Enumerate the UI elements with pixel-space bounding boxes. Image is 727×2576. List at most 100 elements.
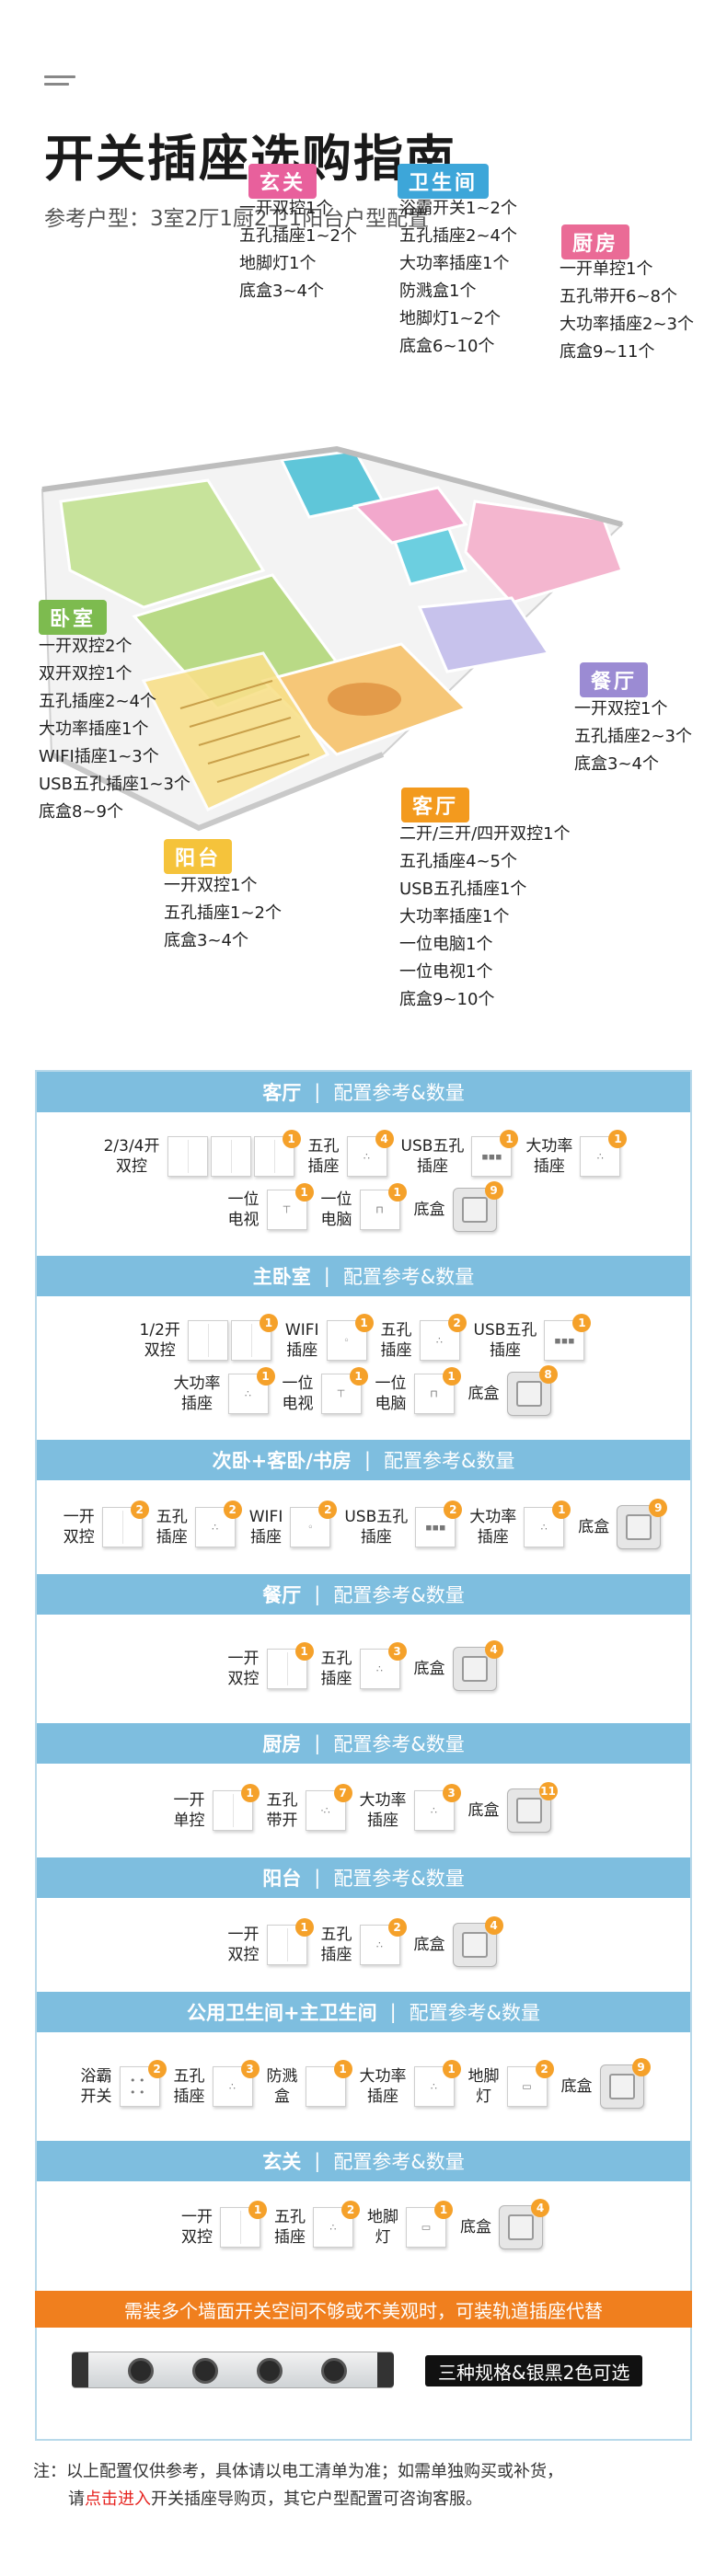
list-item: 一位电视1个 (399, 962, 493, 982)
product-item[interactable]: USB五孔 插座▪▪▪1 (401, 1130, 519, 1177)
junction-box-icon: 11 (506, 1782, 558, 1833)
quantity-badge: 1 (282, 1130, 301, 1148)
footnote: 注：以上配置仅供参考，具体请以电工清单为准；如需单独购买或补货， 请点击进入开关… (33, 2458, 563, 2513)
junction-box-icon: 8 (506, 1365, 558, 1416)
product-item[interactable]: 地脚 灯▭2 (467, 2060, 554, 2107)
product-item[interactable]: 五孔 插座∴2 (274, 2201, 360, 2248)
product-label: 大功率 插座 (173, 1374, 221, 1413)
room-tag-woshi: 卧室 (39, 600, 108, 635)
switch-panel-icon: 1 (266, 1642, 314, 1689)
switch-panel-icon: 2 (101, 1501, 149, 1547)
socket-panel-icon: • • • •2 (119, 2060, 167, 2107)
section-subtitle: 配置参考&数量 (342, 1266, 475, 1288)
room-list-weishengjian: 浴霸开关1~2个 五孔插座2~4个 大功率插座1个 防溅盒1个 地脚灯1~2个 … (399, 195, 517, 361)
product-item[interactable]: 一开 双控 1 (227, 1918, 314, 1965)
product-label: 一开 单控 (173, 1791, 205, 1830)
product-item[interactable]: 大功率 插座∴1 (360, 2060, 461, 2107)
product-item[interactable]: USB五孔 插座▪▪▪1 (474, 1314, 592, 1361)
product-item[interactable]: WIFI 插座◦2 (249, 1501, 338, 1547)
product-item[interactable]: 地脚 灯 ▭1 (367, 2201, 453, 2248)
product-label: 地脚 灯 (367, 2208, 398, 2247)
section-subtitle: 配置参考&数量 (333, 1733, 465, 1755)
quantity-badge: 2 (341, 2201, 360, 2219)
product-item[interactable]: 五孔 插座∴2 (381, 1314, 467, 1361)
product-label: 五孔 插座 (274, 2208, 306, 2247)
list-item: 地脚灯1~2个 (399, 309, 501, 328)
product-label: 一位 电视 (227, 1190, 260, 1229)
product-item[interactable]: 一位 电脑⊓1 (321, 1183, 407, 1230)
socket-panel-icon: ∴1 (227, 1367, 275, 1414)
quantity-badge: 2 (223, 1501, 242, 1519)
socket-panel-icon: ∴2 (313, 2201, 360, 2248)
product-item[interactable]: WIFI 插座◦1 (285, 1314, 374, 1361)
product-item[interactable]: 五孔 插座∴3 (174, 2060, 260, 2107)
section-title: 主卧室 (252, 1266, 311, 1288)
socket-panel-icon: ▭1 (406, 2201, 453, 2248)
product-item[interactable]: USB五孔 插座▪▪▪2 (344, 1501, 463, 1547)
product-item[interactable]: 一位 电视⊤1 (282, 1367, 368, 1414)
product-item[interactable]: 五孔 插座∴2 (156, 1501, 242, 1547)
product-item[interactable]: 五孔 插座∴4 (308, 1130, 394, 1177)
quantity-badge: 1 (434, 2201, 453, 2219)
product-label: 防溅 盒 (266, 2067, 298, 2106)
product-label: 2/3/4开 双控 (103, 1137, 160, 1176)
socket-panel-icon: ∴2 (194, 1501, 242, 1547)
product-item[interactable]: 五孔 插座∴2 (321, 1918, 407, 1965)
list-item: 防溅盒1个 (399, 282, 477, 301)
socket-panel-icon: ∴1 (580, 1130, 628, 1177)
menu-icon[interactable] (44, 75, 75, 94)
quantity-badge: 4 (484, 1916, 503, 1935)
guide-link[interactable]: 点击进入 (85, 2490, 151, 2509)
product-label: 一位 电视 (282, 1374, 314, 1413)
product-item[interactable]: 五孔 插座∴3 (321, 1642, 407, 1689)
product-item[interactable]: 五孔 带开·∴7 (267, 1784, 352, 1831)
list-item: 一开双控2个 (39, 637, 133, 656)
product-item[interactable]: 2/3/4开 双控 1 (103, 1130, 301, 1177)
room-list-xuanguan: 一开双控1个 五孔插座1~2个 地脚灯1个 底盒3~4个 (239, 195, 357, 305)
quantity-badge: 1 (256, 1367, 275, 1386)
product-label: 大功率 插座 (525, 1137, 573, 1176)
socket-panel-icon: ⊓1 (413, 1367, 461, 1414)
product-item[interactable]: 大功率 插座∴3 (360, 1784, 461, 1831)
product-label: 底盒 (460, 2218, 491, 2237)
product-item[interactable]: 大功率 插座∴1 (173, 1367, 275, 1414)
track-socket-image (72, 2352, 394, 2388)
product-label: 一开 双控 (227, 1926, 260, 1964)
product-item[interactable]: 一位 电视⊤1 (227, 1183, 314, 1230)
quantity-badge: 2 (387, 1918, 407, 1937)
switch-panel-icon: 1 (230, 1314, 278, 1361)
quantity-badge: 2 (535, 2060, 554, 2078)
quantity-badge: 1 (294, 1918, 314, 1937)
quantity-badge: 2 (130, 1501, 149, 1519)
room-tag-xuanguan: 玄关 (248, 164, 317, 199)
product-item[interactable]: 大功率 插座∴1 (469, 1501, 571, 1547)
list-item: 五孔插座2~4个 (399, 226, 517, 246)
socket-panel-icon: ∴2 (419, 1314, 467, 1361)
product-item[interactable]: 大功率 插座∴1 (525, 1130, 628, 1177)
junction-box-icon: 9 (599, 2058, 651, 2109)
list-item: 一开双控1个 (574, 699, 668, 719)
product-item[interactable]: 浴霸 开关• • • •2 (81, 2060, 167, 2107)
product-label: 地脚 灯 (467, 2067, 500, 2106)
quantity-badge: 1 (387, 1183, 407, 1202)
product-item[interactable]: 一位 电脑⊓1 (375, 1367, 461, 1414)
list-item: 大功率插座1个 (39, 719, 149, 739)
list-item: 一位电脑1个 (399, 935, 493, 954)
